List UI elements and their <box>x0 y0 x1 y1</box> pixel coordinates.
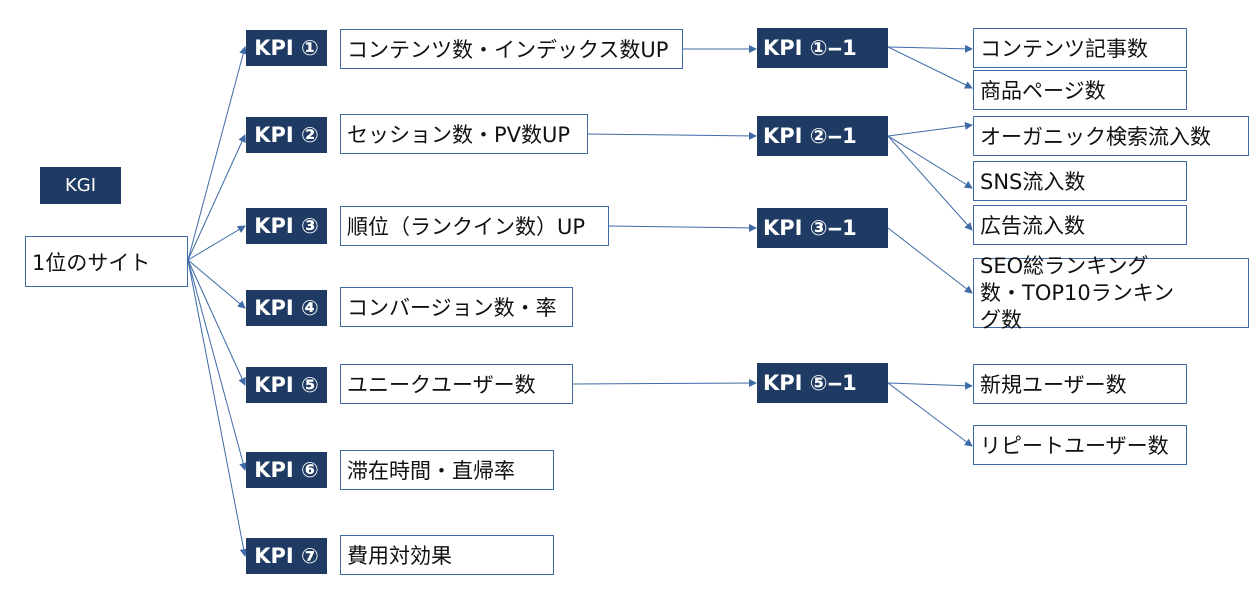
kpi-2-label: KPI ② <box>246 117 327 153</box>
sub-kpi-3-label: KPI ③‒1 <box>757 208 888 248</box>
kpi-7-label: KPI ⑦ <box>246 538 327 574</box>
sub-kpi-2-item-3: 広告流入数 <box>973 205 1187 245</box>
kpi-4-label: KPI ④ <box>246 290 327 326</box>
sub-kpi-1-label: KPI ①‒1 <box>757 28 888 68</box>
kpi-7-text: 費用対効果 <box>340 535 554 575</box>
sub-kpi-1-item-2: 商品ページ数 <box>973 70 1187 110</box>
sub-kpi-5-item-1: 新規ユーザー数 <box>973 364 1187 404</box>
arrow-kgi-to-kpi3 <box>187 225 246 261</box>
kpi-3-text: 順位（ランクイン数）UP <box>340 206 609 246</box>
arrow-kgi-to-kpi1 <box>187 46 248 261</box>
arrow-kgi-to-kpi4 <box>187 259 246 309</box>
sub-kpi-2-item-1: オーガニック検索流入数 <box>973 116 1249 156</box>
arrow-sub2-item1 <box>887 121 973 137</box>
sub-kpi-5-label: KPI ⑤‒1 <box>757 363 888 403</box>
kgi-label: KGI <box>40 167 121 204</box>
arrow-kpi2-to-sub2 <box>587 131 757 140</box>
kpi-4-text: コンバージョン数・率 <box>340 287 573 327</box>
arrow-sub3-item1 <box>887 227 973 294</box>
sub-kpi-5-item-2: リピートユーザー数 <box>973 425 1187 465</box>
arrow-sub5-item1 <box>887 381 973 390</box>
kpi-5-text: ユニークユーザー数 <box>340 364 573 404</box>
sub-kpi-2-label: KPI ②‒1 <box>757 116 888 156</box>
arrow-sub2-item2 <box>887 135 973 189</box>
arrow-sub2-item3 <box>887 135 973 231</box>
kpi-1-text: コンテンツ数・インデックス数UP <box>340 29 683 69</box>
kpi-2-text: セッション数・PV数UP <box>340 114 588 154</box>
arrow-kgi-to-kpi5 <box>187 259 246 386</box>
sub-kpi-2-item-2: SNS流入数 <box>973 161 1187 201</box>
kpi-3-label: KPI ③ <box>246 208 327 244</box>
kpi-5-label: KPI ⑤ <box>246 367 327 403</box>
sub-kpi-1-item-1: コンテンツ記事数 <box>973 28 1187 68</box>
arrow-sub5-item2 <box>887 382 973 447</box>
arrow-sub1-item1 <box>887 44 973 53</box>
arrow-kgi-to-kpi2 <box>187 134 246 261</box>
sub-kpi-3-item-1: SEO総ランキング数・TOP10ランキング数 <box>973 254 1249 332</box>
arrow-sub1-item2 <box>887 46 973 89</box>
arrow-kpi3-to-sub3 <box>608 223 757 232</box>
kpi-6-text: 滞在時間・直帰率 <box>340 450 554 490</box>
kpi-6-label: KPI ⑥ <box>246 452 327 488</box>
kgi-target-box: 1位のサイト <box>25 236 188 287</box>
kpi-1-label: KPI ① <box>246 30 327 66</box>
arrow-kgi-to-kpi7 <box>187 259 248 557</box>
arrow-kgi-to-kpi6 <box>187 259 248 471</box>
arrow-kpi5-to-sub5 <box>572 379 757 388</box>
